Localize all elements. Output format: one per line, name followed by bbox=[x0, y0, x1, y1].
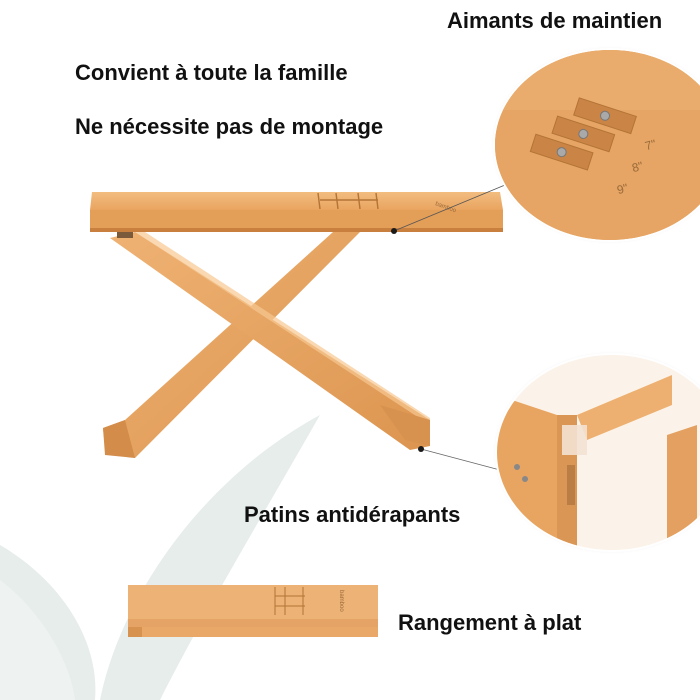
detail-magnets-circle: 7" 8" 9" bbox=[495, 50, 700, 240]
label-anti-slip: Patins antidérapants bbox=[244, 502, 461, 527]
magnets-detail-image bbox=[495, 50, 700, 240]
label-family: Convient à toute la famille bbox=[75, 60, 348, 85]
flat-storage-stool-image: bamboo bbox=[128, 585, 378, 637]
label-no-assembly: Ne nécessite pas de montage bbox=[75, 114, 384, 139]
label-flat-storage: Rangement à plat bbox=[398, 610, 582, 635]
label-magnets: Aimants de maintien bbox=[447, 8, 663, 33]
svg-text:bamboo: bamboo bbox=[338, 590, 344, 612]
